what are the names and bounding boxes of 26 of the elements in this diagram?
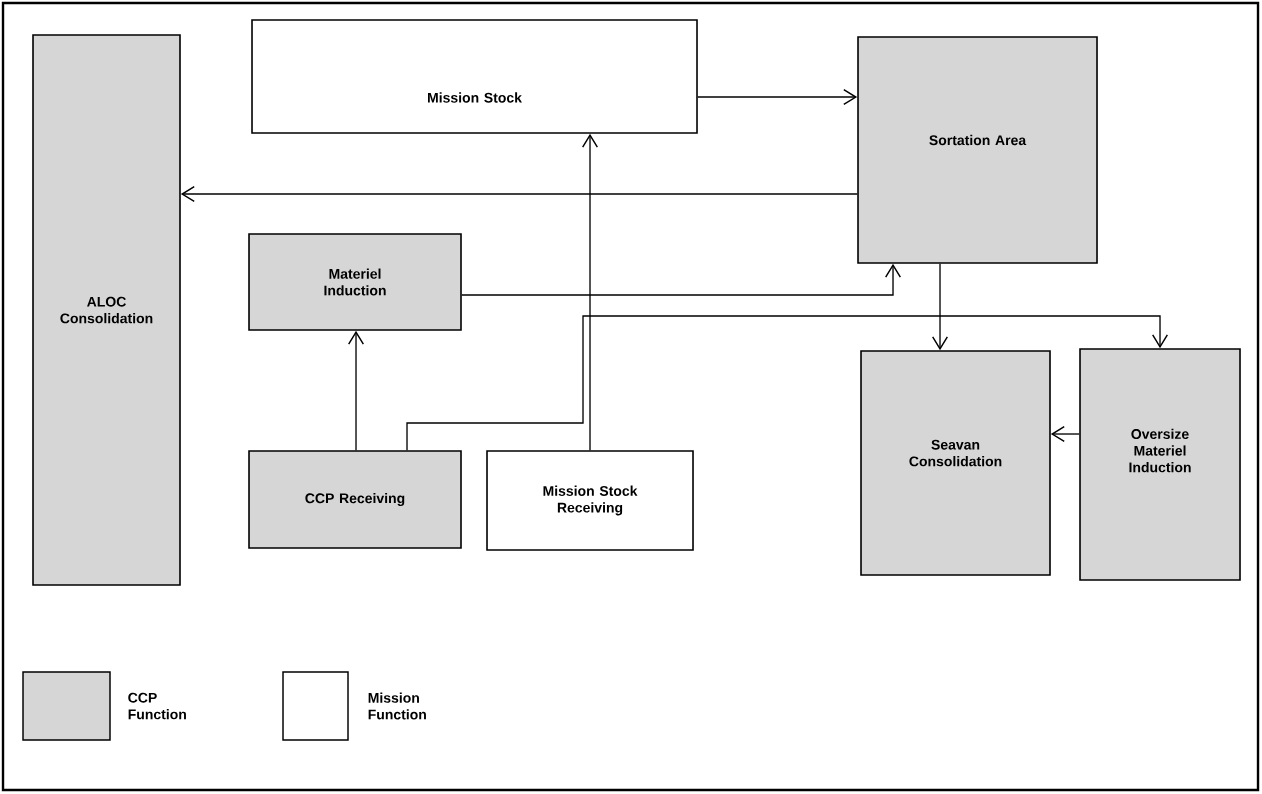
box-label: Oversize Materiel Induction — [1129, 428, 1191, 473]
box-label: CCP Receiving — [305, 492, 405, 507]
box-label: ALOC Consolidation — [60, 296, 153, 324]
arrow — [697, 88, 858, 106]
function-box — [32, 34, 181, 586]
function-box — [251, 19, 698, 134]
box-label: Sortation Area — [929, 134, 1027, 146]
function-box — [248, 450, 462, 549]
function-box — [486, 450, 694, 551]
arrow — [581, 133, 599, 451]
box-label: Materiel Induction — [324, 268, 386, 296]
arrow — [461, 263, 902, 296]
function-box — [857, 36, 1098, 264]
box-label: Mission Stock — [428, 92, 522, 103]
legend-label: CCP Function — [128, 692, 186, 720]
arrow — [1050, 425, 1080, 443]
function-box — [248, 233, 462, 331]
function-box — [1079, 348, 1241, 581]
box-label: Mission Stock Receiving — [543, 485, 638, 516]
legend-label: Mission Function — [368, 692, 426, 720]
function-box — [860, 350, 1051, 576]
arrow — [931, 263, 949, 351]
arrow — [180, 185, 858, 203]
arrow — [347, 330, 365, 451]
box-label: Seavan Consolidation — [909, 439, 1002, 467]
arrow — [406, 315, 1169, 451]
